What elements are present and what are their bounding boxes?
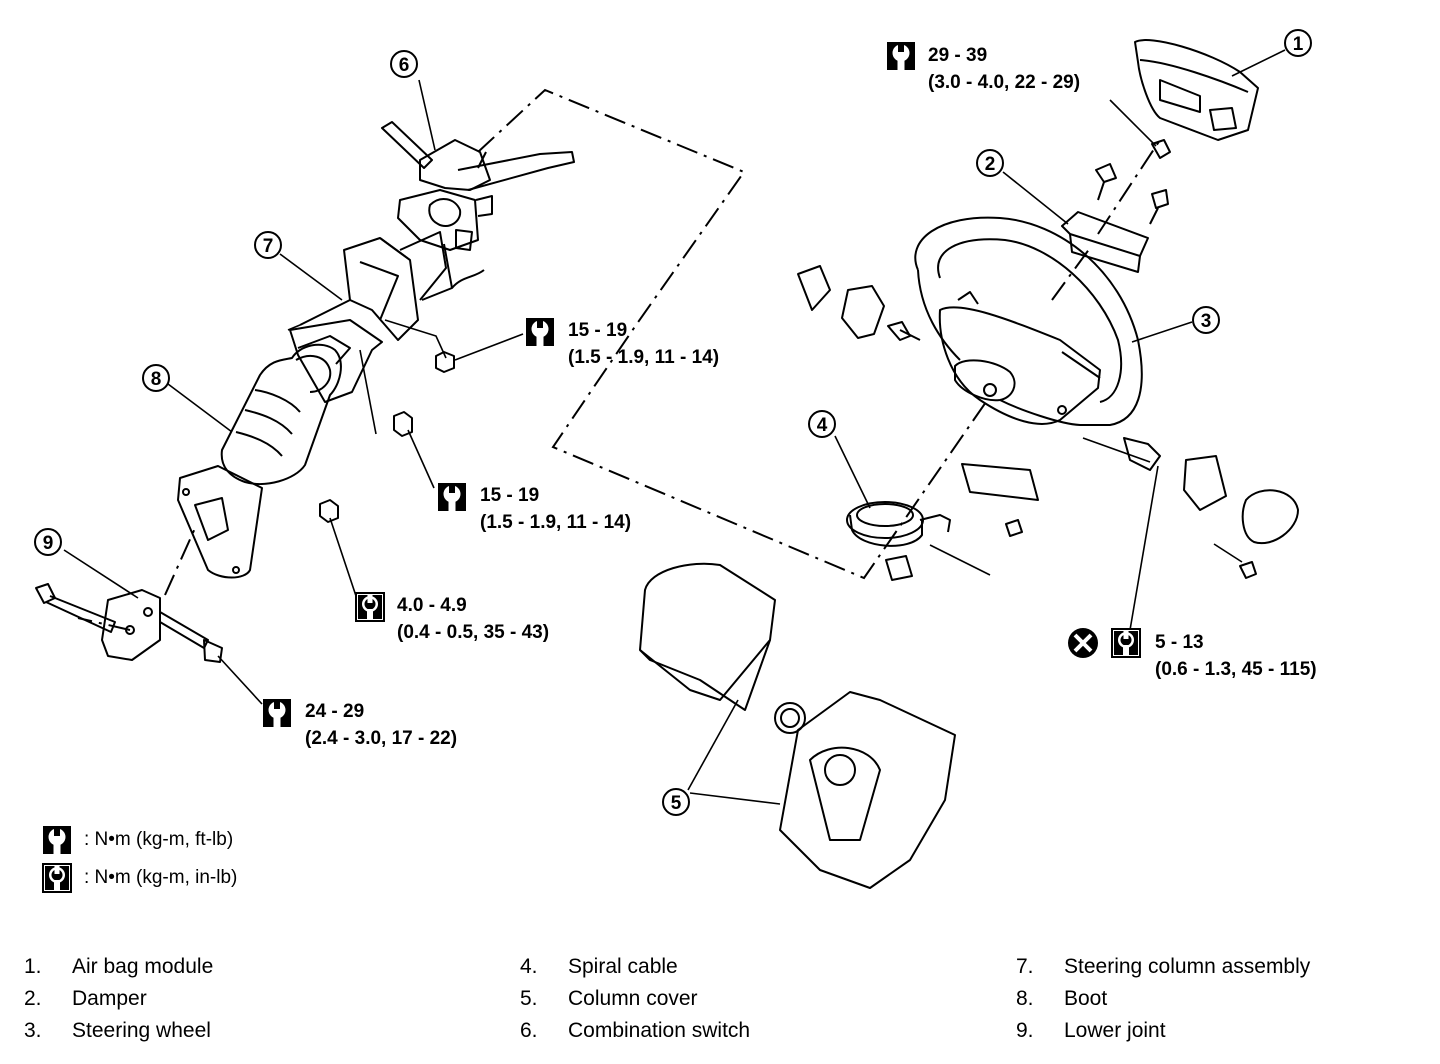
part-number: 5. bbox=[520, 987, 538, 1010]
torque-spec-column-upper: 15 - 19 (1.5 - 1.9, 11 - 14) bbox=[568, 317, 719, 371]
lower-joint bbox=[35, 583, 223, 663]
torque-detail: (0.6 - 1.3, 45 - 115) bbox=[1155, 659, 1317, 680]
parts-list-item: 2. Damper bbox=[24, 983, 147, 1015]
torque-nm: 5 - 13 bbox=[1155, 632, 1204, 653]
parts-list-item: 7. Steering column assembly bbox=[1016, 951, 1310, 983]
wrench-outline-icon bbox=[886, 41, 916, 71]
callout-9-label: 9 bbox=[43, 533, 54, 554]
part-name: Spiral cable bbox=[568, 955, 678, 978]
wrench-outline-icon bbox=[262, 698, 292, 728]
callout-6: 6 bbox=[390, 50, 418, 78]
callout-7-label: 7 bbox=[263, 236, 274, 257]
torque-detail: (3.0 - 4.0, 22 - 29) bbox=[928, 72, 1081, 93]
part-number: 1. bbox=[24, 955, 42, 978]
part-name: Column cover bbox=[568, 987, 698, 1010]
callout-5: 5 bbox=[662, 788, 690, 816]
part-name: Combination switch bbox=[568, 1019, 751, 1042]
torque-detail: (0.4 - 0.5, 35 - 43) bbox=[397, 622, 550, 643]
callout-8-label: 8 bbox=[151, 369, 162, 390]
torque-spec-steering-wheel-bolt: 5 - 13 (0.6 - 1.3, 45 - 115) bbox=[1155, 629, 1317, 683]
leader-lines bbox=[63, 49, 1286, 805]
callout-1: 1 bbox=[1284, 29, 1312, 57]
torque-detail: (1.5 - 1.9, 11 - 14) bbox=[480, 512, 632, 533]
assembly-center-lines bbox=[77, 88, 1161, 631]
callout-5-label: 5 bbox=[671, 793, 682, 814]
part-number: 7. bbox=[1016, 955, 1034, 978]
callout-4: 4 bbox=[808, 410, 836, 438]
callout-8: 8 bbox=[142, 364, 170, 392]
part-name: Steering column assembly bbox=[1064, 955, 1311, 978]
callout-6-label: 6 bbox=[399, 55, 410, 76]
callout-7: 7 bbox=[254, 231, 282, 259]
legend-text: : N•m (kg-m, ft-lb) bbox=[84, 829, 234, 850]
torque-spec-column-lower: 15 - 19 (1.5 - 1.9, 11 - 14) bbox=[480, 482, 631, 536]
part-number: 6. bbox=[520, 1019, 538, 1042]
torque-nm: 4.0 - 4.9 bbox=[397, 595, 467, 616]
boot bbox=[177, 343, 342, 579]
damper bbox=[1061, 139, 1171, 273]
callout-9: 9 bbox=[34, 528, 62, 556]
part-name: Boot bbox=[1064, 987, 1108, 1010]
parts-list-item: 3. Steering wheel bbox=[24, 1015, 211, 1047]
callout-4-label: 4 bbox=[817, 415, 828, 436]
parts-list-item: 6. Combination switch bbox=[520, 1015, 750, 1047]
callout-2-label: 2 bbox=[985, 154, 996, 175]
parts-list-item: 4. Spiral cable bbox=[520, 951, 678, 983]
wheel-switches bbox=[797, 265, 1299, 579]
part-name: Steering wheel bbox=[72, 1019, 211, 1042]
torque-nm: 15 - 19 bbox=[568, 320, 628, 341]
air-bag-module bbox=[1134, 39, 1259, 141]
wrench-filled-icon bbox=[1111, 628, 1141, 658]
part-name: Air bag module bbox=[72, 955, 214, 978]
part-number: 2. bbox=[24, 987, 42, 1010]
torque-detail: (1.5 - 1.9, 11 - 14) bbox=[568, 347, 720, 368]
callout-3: 3 bbox=[1192, 306, 1220, 334]
wrench-filled-icon bbox=[42, 863, 72, 893]
torque-nm: 24 - 29 bbox=[305, 701, 365, 722]
callouts: 1 2 3 4 5 6 7 8 9 bbox=[34, 29, 1312, 816]
callout-3-label: 3 bbox=[1201, 311, 1212, 332]
legend-text: : N•m (kg-m, in-lb) bbox=[84, 867, 238, 888]
legend-row-ft-lb: : N•m (kg-m, ft-lb) bbox=[42, 820, 233, 860]
part-number: 4. bbox=[520, 955, 538, 978]
wrench-outline-icon bbox=[525, 317, 555, 347]
callout-1-label: 1 bbox=[1293, 34, 1304, 55]
torque-spec-airbag: 29 - 39 (3.0 - 4.0, 22 - 29) bbox=[928, 42, 1080, 96]
steering-column-assembly bbox=[289, 231, 485, 403]
part-number: 3. bbox=[24, 1019, 42, 1042]
part-number: 9. bbox=[1016, 1019, 1034, 1042]
do-not-reuse-icon bbox=[1068, 628, 1098, 658]
torque-spec-lower-joint: 24 - 29 (2.4 - 3.0, 17 - 22) bbox=[305, 698, 457, 752]
column-cover bbox=[639, 562, 956, 889]
steering-wheel bbox=[914, 216, 1143, 426]
part-number: 8. bbox=[1016, 987, 1034, 1010]
torque-nm: 15 - 19 bbox=[480, 485, 540, 506]
combination-switch bbox=[381, 121, 575, 251]
torque-nm: 29 - 39 bbox=[928, 45, 988, 66]
callout-2: 2 bbox=[976, 149, 1004, 177]
wrench-filled-icon bbox=[355, 592, 385, 622]
parts-list-item: 5. Column cover bbox=[520, 983, 698, 1015]
torque-spec-boot-nut: 4.0 - 4.9 (0.4 - 0.5, 35 - 43) bbox=[397, 592, 549, 646]
spiral-cable bbox=[846, 463, 1039, 581]
part-name: Damper bbox=[72, 987, 147, 1010]
torque-detail: (2.4 - 3.0, 17 - 22) bbox=[305, 728, 458, 749]
wrench-outline-icon bbox=[437, 482, 467, 512]
part-name: Lower joint bbox=[1064, 1019, 1166, 1042]
parts-list-item: 8. Boot bbox=[1016, 983, 1107, 1015]
parts-list-item: 9. Lower joint bbox=[1016, 1015, 1166, 1047]
parts-list-item: 1. Air bag module bbox=[24, 951, 213, 983]
wrench-outline-icon bbox=[42, 825, 72, 855]
legend-row-in-lb: : N•m (kg-m, in-lb) bbox=[42, 858, 237, 898]
